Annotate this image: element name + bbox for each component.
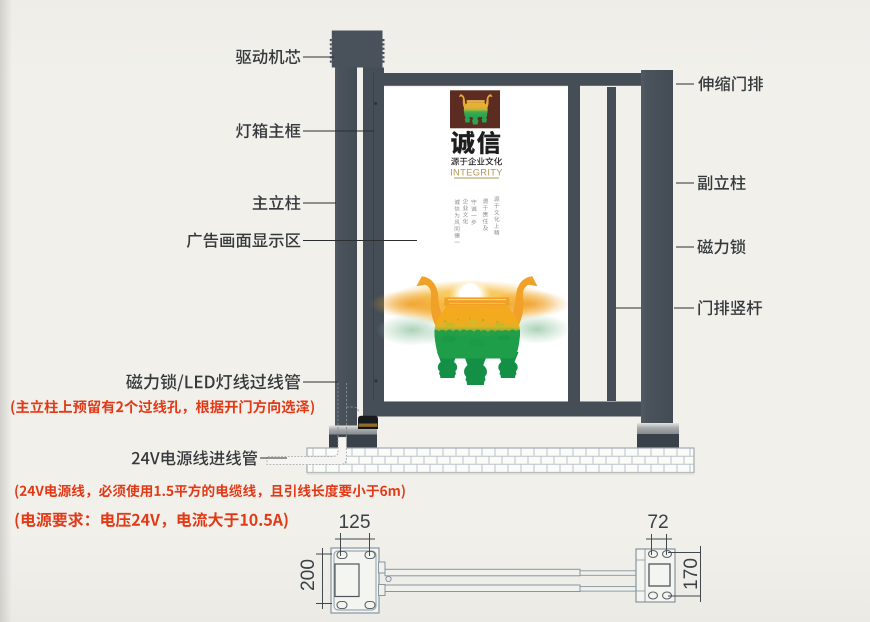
svg-text:125: 125 [338,512,370,533]
svg-text:INTEGRITY: INTEGRITY [450,168,503,178]
svg-text:72: 72 [647,512,668,533]
svg-text:200: 200 [298,559,319,591]
svg-text:170: 170 [681,558,702,590]
